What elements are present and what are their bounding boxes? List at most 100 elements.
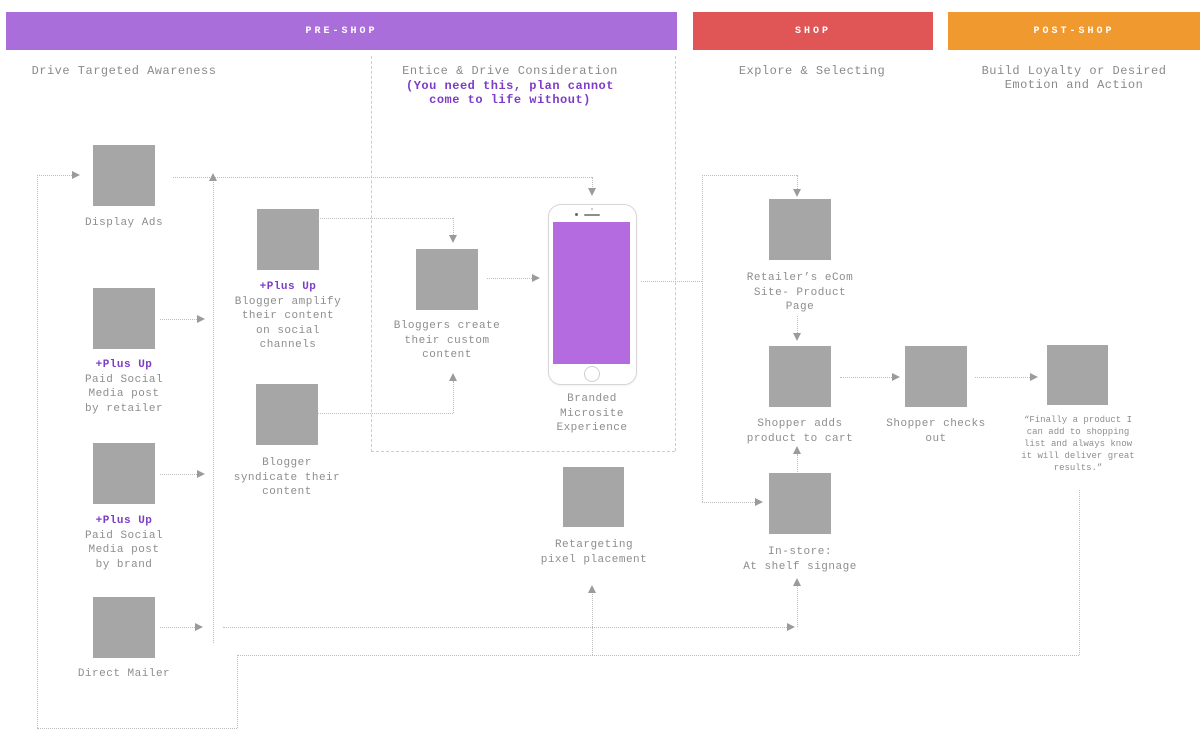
label-line: Paid Social <box>84 529 164 542</box>
label-line: syndicate their <box>233 471 341 484</box>
in-store-label: In-store: At shelf signage <box>730 545 870 574</box>
direct-mailer-label: Direct Mailer <box>54 667 194 682</box>
label-line: their custom <box>404 334 490 347</box>
direct-mailer-thumbnail <box>93 597 155 658</box>
blogger-amplify-label: +Plus Up Blogger amplify their content o… <box>218 280 358 353</box>
section-divider-bottom <box>371 451 675 452</box>
connector-line <box>318 413 453 414</box>
label-line: channels <box>259 339 317 351</box>
arrowhead-right-icon <box>195 623 203 631</box>
label-line: Blogger <box>262 457 312 469</box>
label-line: Retailer’s eCom <box>746 272 854 284</box>
retargeting-label: Retargeting pixel placement <box>524 538 664 567</box>
arrowhead-up-icon <box>209 173 217 181</box>
phase-label-post-shop: POST-SHOP <box>1033 25 1115 37</box>
label-line: Shopper checks <box>886 418 986 430</box>
arrowhead-right-icon <box>72 171 80 179</box>
phone-speaker-icon <box>584 214 600 216</box>
plus-up-tag: +Plus Up <box>95 359 153 371</box>
connector-line <box>160 627 195 628</box>
connector-line <box>453 218 454 235</box>
connector-line <box>702 175 797 176</box>
retailers-ecom-label: Retailer’s eCom Site- Product Page <box>730 271 870 315</box>
label-line: on social <box>256 324 320 337</box>
label-line: Site- Product <box>753 286 847 299</box>
arrowhead-down-icon <box>449 235 457 243</box>
shopper-checks-thumbnail <box>905 346 967 407</box>
quote-line: it will deliver great <box>1021 451 1135 461</box>
connector-line <box>702 175 703 502</box>
note-line: (You need this, plan cannot <box>406 79 614 93</box>
arrowhead-down-icon <box>588 188 596 196</box>
connector-line <box>318 218 453 219</box>
connector-line <box>641 281 702 282</box>
arrowhead-right-icon <box>755 498 763 506</box>
connector-line <box>37 728 237 729</box>
quote-line: “Finally a product I <box>1023 415 1133 425</box>
label-line: Retargeting <box>554 539 634 551</box>
connector-line <box>702 502 755 503</box>
connector-line <box>237 655 238 728</box>
label-line: Direct Mailer <box>77 668 171 680</box>
arrowhead-up-icon <box>588 585 596 593</box>
label-line: Bloggers create <box>393 320 501 332</box>
retailers-ecom-thumbnail <box>769 199 831 260</box>
label-line: pixel placement <box>540 553 648 566</box>
blogger-syndicate-label: Blogger syndicate their content <box>217 456 357 500</box>
connector-line <box>975 377 1030 378</box>
paid-social-retailer-thumbnail <box>93 288 155 349</box>
connector-line <box>173 177 592 178</box>
arrowhead-up-icon <box>793 446 801 454</box>
arrowhead-right-icon <box>787 623 795 631</box>
connector-line <box>840 377 892 378</box>
phase-label-shop: SHOP <box>794 25 831 37</box>
connector-line <box>213 182 214 643</box>
paid-social-brand-thumbnail <box>93 443 155 504</box>
label-line: Page <box>785 301 815 313</box>
section-divider-left <box>371 56 372 452</box>
label-line: Media post <box>88 544 160 556</box>
arrowhead-right-icon <box>1030 373 1038 381</box>
shopper-adds-thumbnail <box>769 346 831 407</box>
subtitle-explore: Explore & Selecting <box>738 64 886 78</box>
connector-line <box>237 655 1079 656</box>
connector-line <box>160 319 197 320</box>
bloggers-create-label: Bloggers create their custom content <box>377 319 517 363</box>
phone-mockup <box>548 204 637 385</box>
phone-screen <box>553 222 630 364</box>
arrowhead-down-icon <box>793 189 801 197</box>
label-line: In-store: <box>768 546 832 558</box>
arrowhead-right-icon <box>197 470 205 478</box>
connector-line <box>453 381 454 413</box>
blogger-amplify-thumbnail <box>257 209 319 270</box>
retargeting-thumbnail <box>563 467 624 527</box>
connector-line <box>160 474 197 475</box>
phase-bar-post-shop: POST-SHOP <box>948 12 1200 50</box>
label-line: Display Ads <box>84 217 164 229</box>
arrowhead-up-icon <box>793 578 801 586</box>
subtitle-consideration: Entice & Drive Consideration <box>402 64 618 78</box>
label-line: product to cart <box>746 432 854 445</box>
bloggers-create-thumbnail <box>416 249 478 310</box>
phase-bar-pre-shop: PRE-SHOP <box>6 12 677 50</box>
connector-line <box>1079 490 1080 655</box>
phone-sensor-icon <box>591 208 593 210</box>
label-line: Media post <box>88 388 160 400</box>
connector-line <box>37 175 38 728</box>
connector-line <box>797 454 798 472</box>
loyalty-quote: “Finally a product I can add to shopping… <box>1008 414 1148 474</box>
connector-line <box>487 278 532 279</box>
connector-line <box>797 175 798 189</box>
display-ads-thumbnail <box>93 145 155 206</box>
phase-bar-shop: SHOP <box>693 12 933 50</box>
shopper-checks-label: Shopper checks out <box>866 417 1006 446</box>
label-line: Microsite <box>560 407 624 420</box>
phase-label-pre-shop: PRE-SHOP <box>305 25 378 37</box>
connector-line <box>223 627 787 628</box>
blogger-syndicate-thumbnail <box>256 384 318 445</box>
subtitle-consideration-note: (You need this, plan cannot come to life… <box>380 79 640 107</box>
label-line: At shelf signage <box>743 560 857 573</box>
subtitle-line: Build Loyalty or Desired <box>981 64 1167 78</box>
loyalty-thumbnail <box>1047 345 1108 405</box>
label-line: by retailer <box>84 402 164 415</box>
